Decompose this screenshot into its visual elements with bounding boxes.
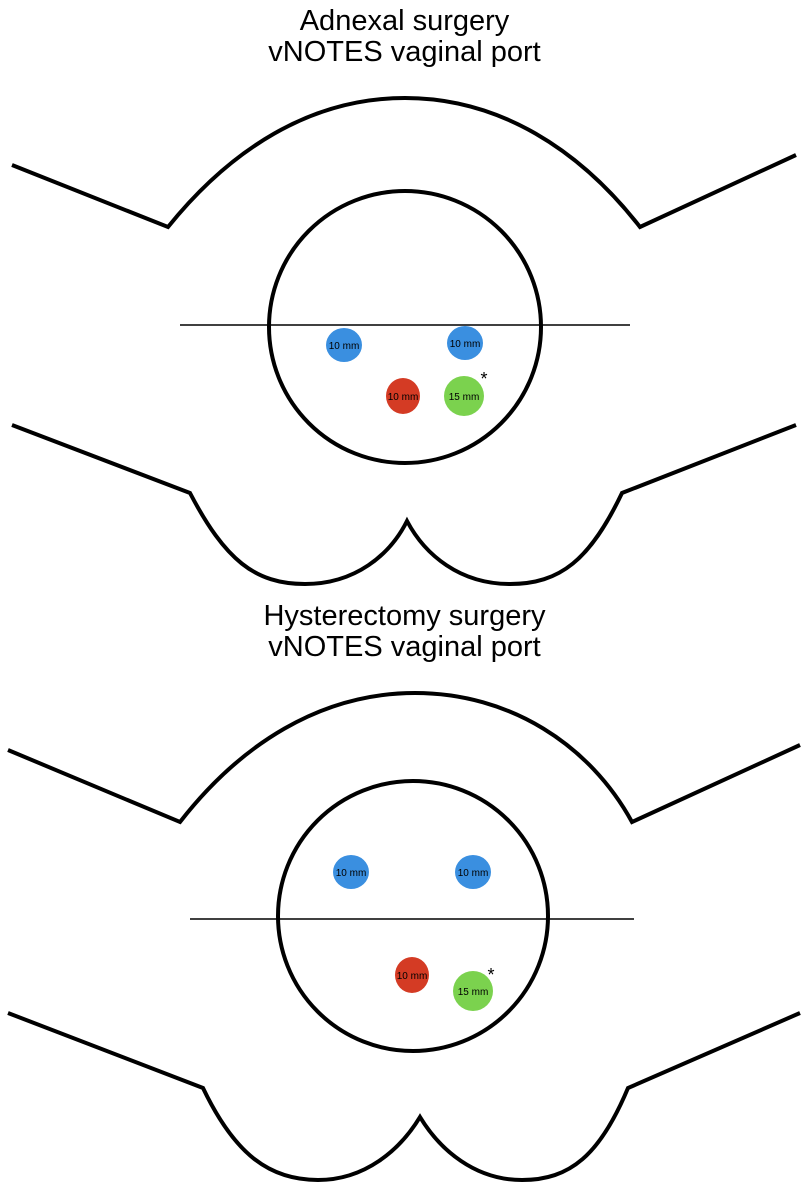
port-label: 10 mm <box>450 339 481 350</box>
port-label: 10 mm <box>397 971 428 982</box>
panel-title-line1: Adnexal surgery <box>299 5 510 37</box>
port-lower-right: 15 mm <box>444 376 484 416</box>
port-circle <box>326 328 362 362</box>
lower-body-outline <box>11 423 797 587</box>
port-upper-right: 10 mm <box>447 326 483 360</box>
asterisk-marker: * <box>480 369 487 389</box>
upper-body-outline <box>7 690 801 825</box>
port-label: 15 mm <box>458 987 489 998</box>
port-circle <box>395 957 429 993</box>
port-circle <box>333 855 369 889</box>
port-upper-left: 10 mm <box>333 855 369 889</box>
port-lower-center: 10 mm <box>386 378 420 414</box>
port-lower-right: 15 mm <box>453 971 493 1011</box>
panel-title-line1: Hysterectomy surgery <box>263 600 546 632</box>
panel-title-line2: vNOTES vaginal port <box>268 36 541 68</box>
port-diagram: 10 mm 10 mm 10 mm 15 mm * <box>7 690 801 1183</box>
port-circle <box>386 378 420 414</box>
vaginal-port-ring <box>267 189 543 465</box>
lower-body-outline <box>7 1011 801 1183</box>
vaginal-port-ring <box>276 779 550 1053</box>
upper-body-outline <box>11 95 797 230</box>
port-label: 15 mm <box>449 392 480 403</box>
port-upper-left: 10 mm <box>326 328 362 362</box>
port-upper-right: 10 mm <box>455 855 491 889</box>
port-circle <box>453 971 493 1011</box>
port-lower-center: 10 mm <box>395 957 429 993</box>
panel-title-line2: vNOTES vaginal port <box>268 631 541 663</box>
port-label: 10 mm <box>329 341 360 352</box>
port-diagram: 10 mm 10 mm 10 mm 15 mm * <box>11 95 797 587</box>
hysterectomy-panel: Hysterectomy surgery vNOTES vaginal port… <box>0 595 809 1190</box>
asterisk-marker: * <box>487 965 494 985</box>
port-circle <box>455 855 491 889</box>
port-label: 10 mm <box>458 868 489 879</box>
port-circle <box>447 326 483 360</box>
adnexal-panel: Adnexal surgery vNOTES vaginal port 10 m… <box>11 5 797 587</box>
port-label: 10 mm <box>388 392 419 403</box>
port-circle <box>444 376 484 416</box>
port-label: 10 mm <box>336 868 367 879</box>
